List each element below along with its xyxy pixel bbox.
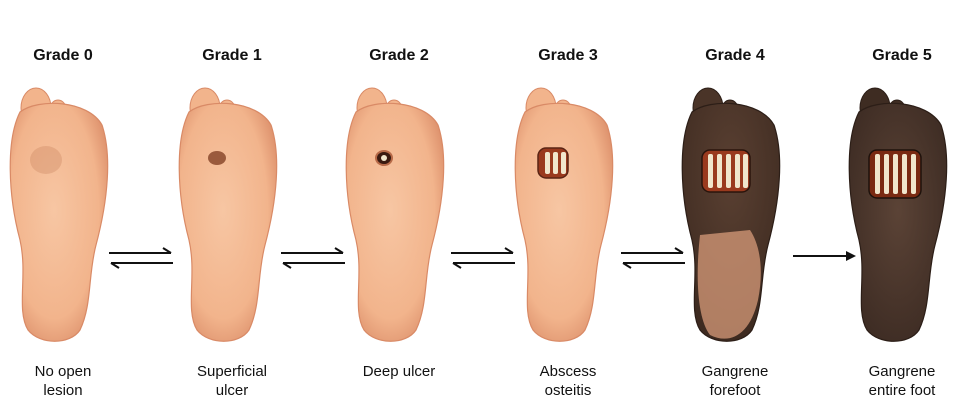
grade-5-title: Grade 5	[872, 47, 932, 64]
exposed-bone-2	[884, 154, 889, 194]
superficial-ulcer	[208, 151, 226, 165]
grade-5-caption-line-2: entire foot	[868, 382, 936, 399]
sole	[178, 102, 278, 342]
callus-spot	[30, 146, 62, 174]
grade-3-caption-line-1: Abscess	[539, 363, 597, 380]
grade-4-title: Grade 4	[705, 47, 765, 64]
sole	[848, 102, 948, 342]
exposed-bone-4	[735, 154, 740, 188]
exposed-bone-2	[717, 154, 722, 188]
reversible-arrow-1	[109, 247, 173, 269]
grade-3-title: Grade 3	[538, 47, 598, 64]
grade-2-caption: Deep ulcer	[329, 362, 469, 381]
grade-0-title: Grade 0	[33, 47, 93, 64]
exposed-bone-5	[911, 154, 916, 194]
exposed-bone-5	[743, 154, 748, 188]
foot-grade-0	[9, 87, 109, 342]
grade-0-caption-line-1: No open	[34, 363, 92, 380]
reversible-arrow-3	[451, 247, 515, 269]
foot-grade-3	[514, 87, 614, 342]
grade-1-caption-line-1: Superficial	[196, 363, 268, 380]
grade-4-caption: Gangrene forefoot	[665, 362, 805, 400]
foot-grade-2	[345, 87, 445, 342]
grade-1-caption: Superficial ulcer	[162, 362, 302, 400]
grade-4-caption-line-2: forefoot	[709, 382, 761, 399]
grade-0-caption: No open lesion	[0, 362, 133, 400]
foot-grade-5	[848, 87, 948, 342]
exposed-bone-2	[553, 152, 558, 174]
grade-3-caption: Abscess osteitis	[498, 362, 638, 400]
one-way-arrow	[793, 251, 856, 261]
exposed-bone-1	[875, 154, 880, 194]
grade-0-caption-line-2: lesion	[43, 382, 83, 399]
grade-1-caption-line-2: ulcer	[215, 382, 249, 399]
exposed-bone-3	[561, 152, 566, 174]
grade-2-title: Grade 2	[369, 47, 429, 64]
exposed-tissue	[381, 155, 387, 161]
exposed-bone-3	[893, 154, 898, 194]
sole	[345, 102, 445, 342]
heel-skin	[697, 230, 761, 339]
grade-2-caption-line-1: Deep ulcer	[362, 363, 436, 380]
exposed-bone-3	[726, 154, 731, 188]
reversible-arrow-2	[281, 247, 345, 269]
exposed-bone-1	[545, 152, 550, 174]
exposed-bone-1	[708, 154, 713, 188]
foot-grade-1	[178, 87, 278, 342]
foot-grade-4	[681, 87, 781, 342]
sole	[9, 102, 109, 342]
grade-5-caption: Gangrene entire foot	[832, 362, 960, 400]
grade-4-caption-line-1: Gangrene	[701, 363, 769, 380]
grade-5-caption-line-1: Gangrene	[868, 363, 936, 380]
exposed-bone-4	[902, 154, 907, 194]
grade-1-title: Grade 1	[202, 47, 262, 64]
grade-3-caption-line-2: osteitis	[544, 382, 592, 399]
reversible-arrow-4	[621, 247, 685, 269]
sole	[514, 102, 614, 342]
